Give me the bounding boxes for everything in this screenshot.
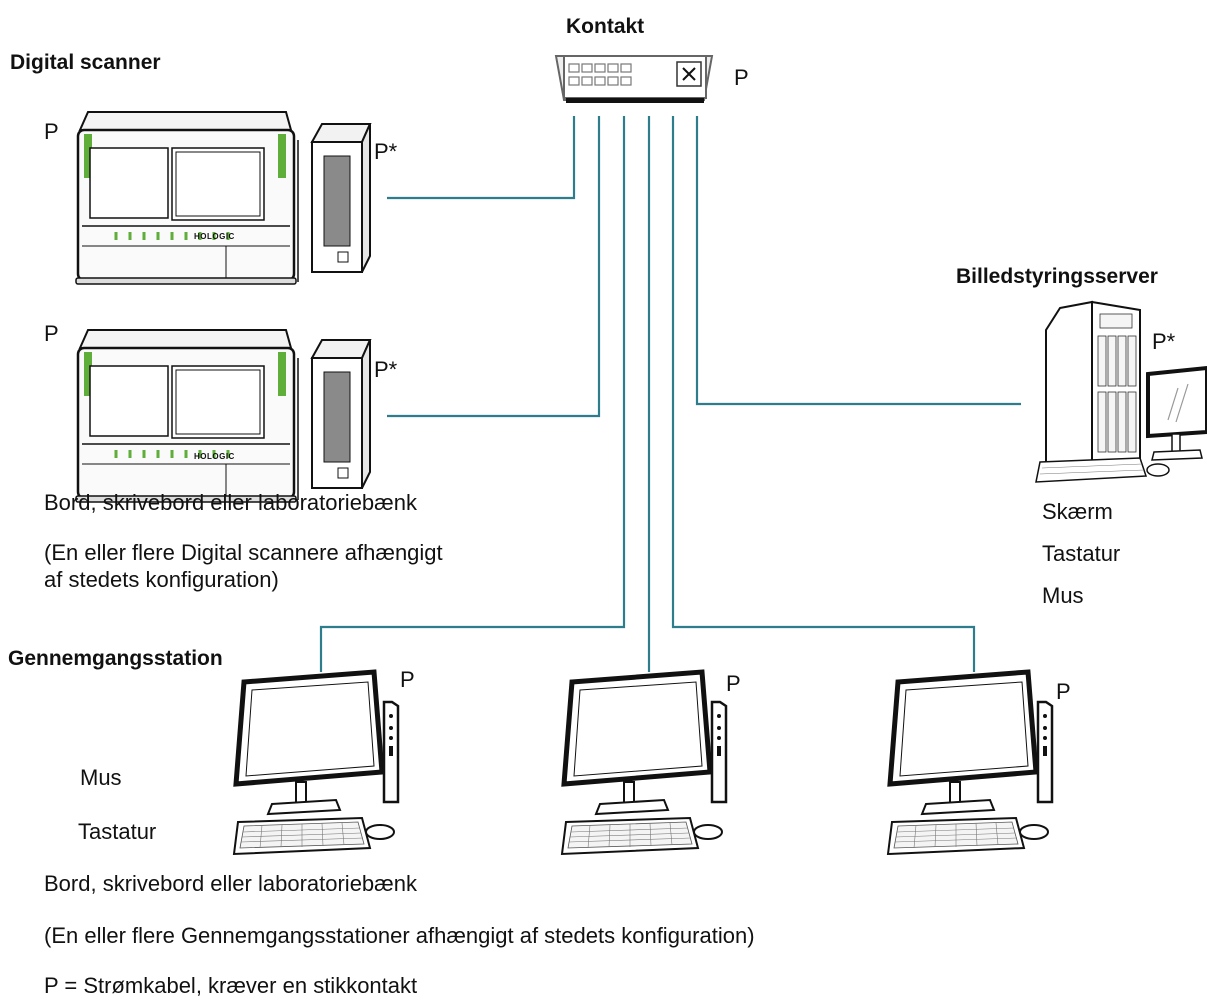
scanner-count-note-line2: af stedets konfiguration) bbox=[44, 567, 279, 592]
scanner-pc-tower-1 bbox=[311, 123, 371, 273]
review-mouse-label: Mus bbox=[80, 765, 122, 790]
server-item-mouse: Mus bbox=[1042, 583, 1084, 608]
switch-ports-icon bbox=[568, 63, 632, 86]
review-station-2 bbox=[562, 672, 726, 854]
server-item-keyboard: Tastatur bbox=[1042, 541, 1121, 566]
scanner-2-power-label: P bbox=[44, 321, 59, 346]
review-station-1 bbox=[234, 672, 398, 854]
cable-scanner-2 bbox=[387, 116, 601, 418]
cable-image-server bbox=[695, 116, 1021, 406]
switch-crossover-icon bbox=[682, 67, 696, 81]
network-switch bbox=[554, 55, 714, 103]
digital-scanner-1 bbox=[74, 110, 300, 286]
review-station-2-power-label: P bbox=[726, 671, 741, 696]
cable-review-station-3 bbox=[671, 116, 976, 672]
scanner-pc-tower-2 bbox=[311, 339, 371, 489]
switch-power-label: P bbox=[734, 65, 749, 90]
server-item-screen: Skærm bbox=[1042, 499, 1113, 524]
review-station-3 bbox=[888, 672, 1052, 854]
scanner-1-pc-power-label: P* bbox=[374, 139, 398, 164]
server-title: Billedstyringsserver bbox=[956, 265, 1158, 288]
scanner-1-brand-logo: HOLOGIC bbox=[194, 232, 235, 241]
review-table-note: Bord, skrivebord eller laboratoriebænk bbox=[44, 871, 417, 896]
digital-scanner-2 bbox=[74, 328, 300, 504]
review-section-title: Gennemgangsstation bbox=[8, 647, 223, 670]
image-management-server bbox=[1035, 300, 1207, 483]
network-cables bbox=[319, 116, 1021, 672]
switch-title: Kontakt bbox=[566, 15, 645, 38]
scanner-count-note-line1: (En eller flere Digital scannere afhængi… bbox=[44, 540, 443, 565]
review-keyboard-label: Tastatur bbox=[78, 819, 157, 844]
scanner-2-pc-power-label: P* bbox=[374, 357, 398, 382]
power-legend: P = Strømkabel, kræver en stikkontakt bbox=[44, 973, 418, 998]
review-station-3-power-label: P bbox=[1056, 679, 1071, 704]
scanner-2-brand-logo: HOLOGIC bbox=[194, 452, 235, 461]
scanner-table-note: Bord, skrivebord eller laboratoriebænk bbox=[44, 490, 417, 515]
screen-glare-icon bbox=[1167, 383, 1189, 423]
cable-review-station-1 bbox=[319, 116, 626, 672]
scanner-1-power-label: P bbox=[44, 119, 59, 144]
scanner-section-title: Digital scanner bbox=[10, 51, 161, 74]
review-count-note: (En eller flere Gennemgangsstationer afh… bbox=[44, 923, 755, 948]
server-power-label: P* bbox=[1152, 329, 1176, 354]
review-station-1-power-label: P bbox=[400, 667, 415, 692]
cable-scanner-1 bbox=[387, 116, 576, 200]
